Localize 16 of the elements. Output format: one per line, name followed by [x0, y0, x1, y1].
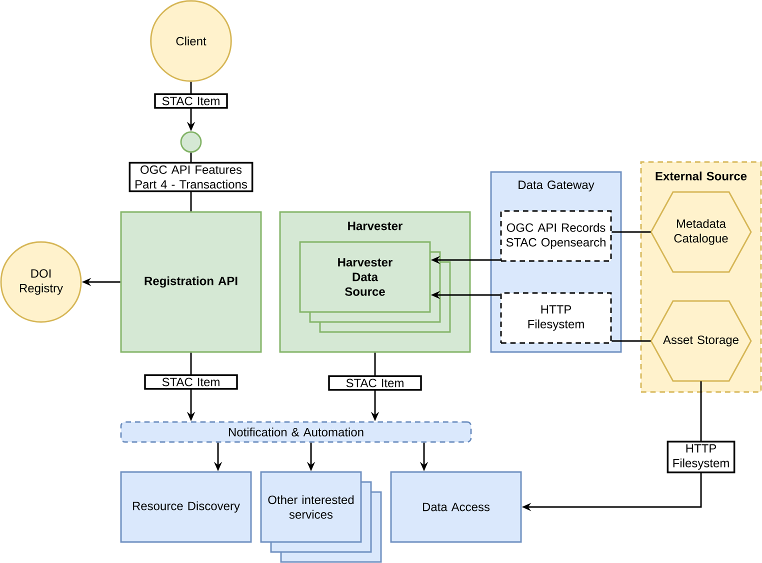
services-stack: Other interested services: [260, 471, 382, 563]
protocol-box: OGC API Records STAC Opensearch: [500, 210, 612, 262]
edge-label: HTTP Filesystem: [666, 440, 736, 474]
junction-circle: [180, 131, 202, 153]
service-box: Resource Discovery: [120, 471, 252, 543]
service-box: Data Access: [390, 471, 522, 543]
edge-label: STAC Item: [328, 375, 422, 391]
edge-label: STAC Item: [144, 374, 238, 390]
protocol-box: HTTP Filesystem: [500, 292, 612, 344]
catalogue-hexagon: Metadata Catalogue: [650, 191, 752, 273]
storage-hexagon: Asset Storage: [650, 300, 752, 382]
edge-label: STAC Item: [154, 93, 228, 109]
edge-label: OGC API Features Part 4 - Transactions: [128, 162, 254, 192]
data-source-stack: Harvester Data Source: [299, 241, 451, 333]
notification-band: Notification & Automation: [120, 421, 472, 443]
registration-box: Registration API: [120, 211, 262, 353]
